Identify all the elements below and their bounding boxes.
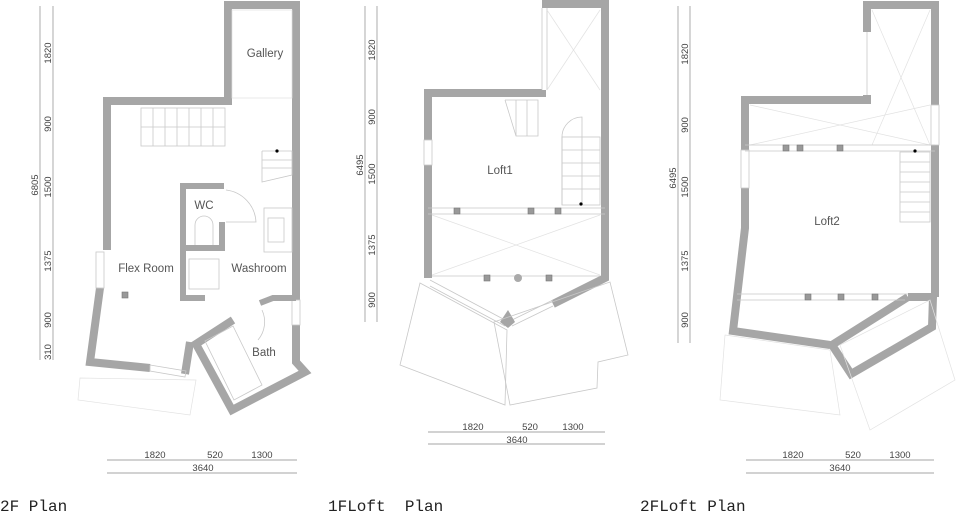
horizontal-dimensions: 1820 520 1300 3640 (746, 450, 934, 474)
void-lines (431, 9, 601, 276)
room-label-flex-room: Flex Room (118, 263, 174, 275)
dim-segment: 1375 (680, 250, 691, 271)
dim-segment: 1500 (680, 176, 691, 197)
dim-segment: 900 (43, 312, 54, 328)
exterior-walls (728, 1, 939, 380)
decks (399, 281, 629, 406)
dim-segment: 900 (367, 109, 378, 125)
horizontal-dimensions: 1820 520 1300 3640 (107, 450, 297, 474)
void-lines (719, 9, 956, 431)
windows (423, 8, 554, 327)
beams (428, 207, 605, 282)
plan-title: 1FLoft Plan (328, 498, 443, 514)
stairs (899, 149, 931, 223)
stairs (140, 107, 293, 183)
dim-total: 3640 (829, 463, 850, 474)
room-label-loft2: Loft2 (814, 216, 840, 228)
dim-segment: 1820 (144, 450, 165, 461)
dim-segment: 900 (367, 292, 378, 308)
windows (740, 32, 940, 189)
dim-segment: 520 (207, 450, 223, 461)
dim-segment: 1820 (43, 42, 54, 63)
dim-segment: 1820 (680, 43, 691, 64)
dim-segment: 1500 (43, 176, 54, 197)
dim-total: 6805 (30, 174, 41, 195)
dim-segment: 900 (680, 312, 691, 328)
dim-segment: 1300 (562, 422, 583, 433)
exterior-walls (85, 1, 312, 416)
vertical-dimensions: 6495 1820 900 1500 1375 900 (355, 6, 378, 322)
wc-walls (180, 183, 296, 306)
room-label-wc: WC (194, 200, 213, 212)
center-post (500, 310, 515, 328)
plan-title: 2FLoft Plan (640, 498, 746, 514)
room-label-gallery: Gallery (247, 48, 284, 60)
dim-total: 6495 (355, 154, 366, 175)
dim-segment: 1820 (782, 450, 803, 461)
dim-segment: 520 (845, 450, 861, 461)
dim-segment: 1500 (367, 163, 378, 184)
windows (95, 251, 301, 378)
plan-2f: Gallery WC Flex Room Washroom Bath 6805 … (0, 1, 312, 514)
fixtures (77, 189, 293, 416)
room-labels: Gallery WC Flex Room Washroom Bath (118, 48, 286, 359)
dim-segment: 520 (522, 422, 538, 433)
vertical-dimensions: 6805 1820 900 1500 1375 900 310 (30, 6, 54, 360)
dim-segment: 310 (43, 344, 54, 360)
dim-total: 6495 (668, 167, 679, 188)
plan-1f-loft: Loft1 6495 1820 900 1500 1375 900 1820 5… (328, 0, 629, 514)
dim-segment: 1820 (367, 39, 378, 60)
plan-2f-loft: Loft2 6495 1820 900 1500 1375 900 1820 5… (640, 1, 956, 514)
exterior-walls (424, 0, 609, 308)
room-label-loft1: Loft1 (487, 165, 513, 177)
vertical-dimensions: 6495 1820 900 1500 1375 900 (668, 6, 691, 343)
horizontal-dimensions: 1820 520 1300 3640 (428, 422, 605, 446)
dim-segment: 1820 (462, 422, 483, 433)
gallery-floor (231, 9, 293, 99)
plan-title: 2F Plan (0, 498, 67, 514)
dim-segment: 1300 (889, 450, 910, 461)
dim-segment: 900 (43, 116, 54, 132)
dim-segment: 1375 (43, 250, 54, 271)
dim-segment: 900 (680, 117, 691, 133)
dim-total: 3640 (506, 435, 527, 446)
beams (737, 144, 935, 301)
room-label-bath: Bath (252, 347, 276, 359)
stairs (504, 99, 601, 206)
dim-total: 3640 (192, 463, 213, 474)
room-label-washroom: Washroom (231, 263, 286, 275)
dim-segment: 1375 (367, 234, 378, 255)
dim-segment: 1300 (251, 450, 272, 461)
